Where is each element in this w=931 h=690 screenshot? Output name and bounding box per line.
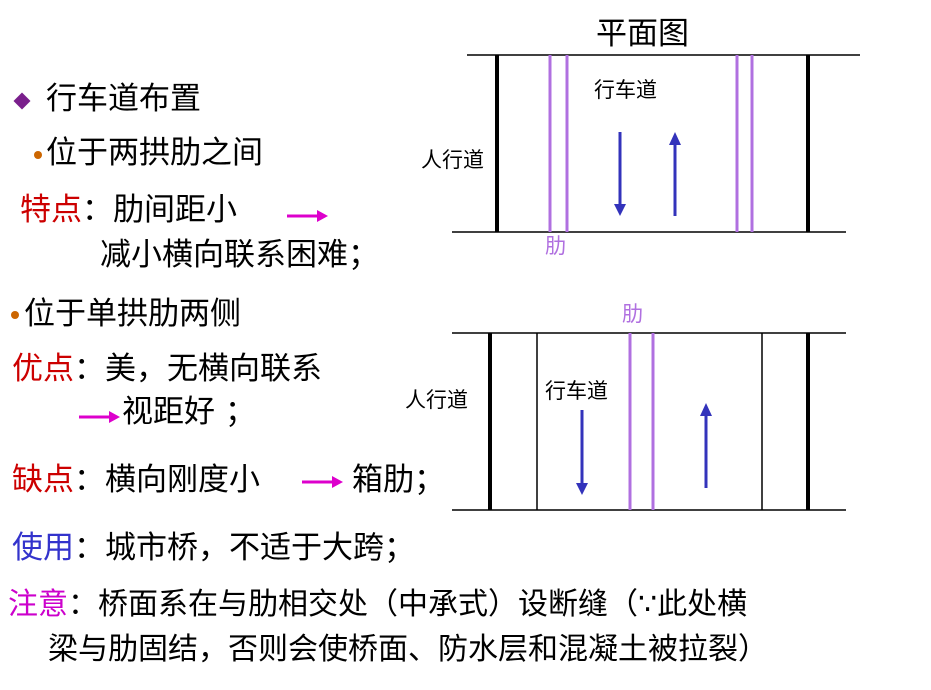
advantage-text: ：美，无横向联系 — [74, 351, 322, 387]
subheading-single-rib: 位于单拱肋两侧 — [24, 296, 241, 332]
advantage-continuation: 视距好 ； — [122, 394, 256, 430]
usage-line: 使用：城市桥，不适于大跨； — [12, 533, 415, 564]
rib-label: 肋 — [622, 302, 643, 326]
disadvantage-line: 缺点：横向刚度小 — [12, 465, 260, 496]
feature-continuation: 减小横向联系困难； — [100, 237, 379, 273]
plan-view-title: 平面图 — [596, 16, 689, 52]
sidewalk-label: 人行道 — [405, 388, 468, 412]
disadvantage-text: ：横向刚度小 — [74, 462, 260, 498]
roadway-label: 行车道 — [545, 379, 608, 403]
roadway-label: 行车道 — [594, 78, 657, 102]
subheading-between-ribs: 位于两拱肋之间 — [46, 135, 263, 171]
dot-bullet-icon — [34, 151, 42, 159]
note-label: 注意 — [8, 587, 68, 622]
up-arrow-icon — [700, 403, 712, 488]
sidewalk-label: 人行道 — [421, 148, 484, 172]
usage-text: ：城市桥，不适于大跨； — [74, 530, 415, 566]
advantage-line: 优点：美，无横向联系 — [12, 354, 322, 385]
right-arrow-icon — [79, 411, 120, 423]
down-arrow-icon — [576, 410, 588, 495]
disadvantage-continuation: 箱肋； — [352, 462, 445, 498]
heading-lane-layout: 行车道布置 — [46, 81, 201, 117]
note-text: ：桥面系在与肋相交处（中承式）设断缝（∵此处横 — [68, 587, 748, 622]
disadvantage-label: 缺点 — [12, 462, 74, 498]
dot-bullet-icon — [11, 311, 19, 319]
note-continuation: 梁与肋固结，否则会使桥面、防水层和混凝土被拉裂） — [48, 632, 768, 667]
up-arrow-icon — [669, 132, 681, 216]
usage-label: 使用 — [12, 530, 74, 566]
rib-label: 肋 — [545, 234, 566, 258]
note-line: 注意：桥面系在与肋相交处（中承式）设断缝（∵此处横 — [8, 590, 747, 620]
advantage-label: 优点 — [12, 351, 74, 387]
feature-label: 特点 — [20, 192, 82, 228]
feature-text: ：肋间距小 — [82, 192, 237, 228]
down-arrow-icon — [614, 132, 626, 216]
diamond-bullet-icon — [13, 92, 31, 110]
right-arrow-icon — [302, 476, 343, 488]
feature-line: 特点：肋间距小 — [20, 195, 237, 226]
right-arrow-icon — [287, 210, 328, 222]
